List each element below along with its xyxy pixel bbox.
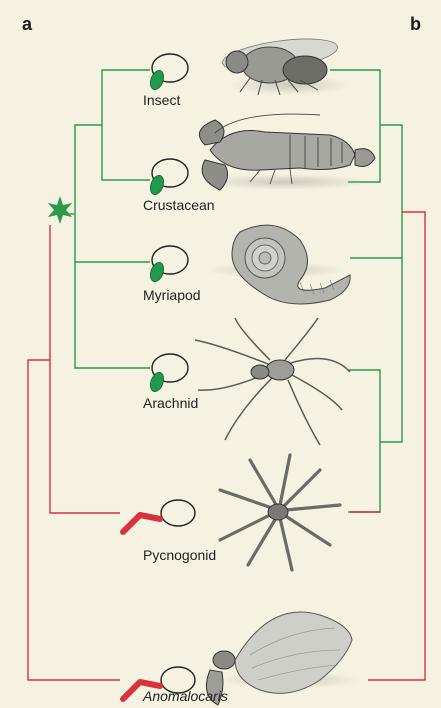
spider-illustration: [195, 318, 350, 445]
tree-b-red-branches: [350, 212, 425, 680]
taxon-label-crustacean: Crustacean: [143, 197, 215, 213]
fruit-fly-illustration: [221, 33, 350, 95]
head-icon-arachnid: [148, 354, 188, 393]
head-icon-insect: [148, 54, 188, 91]
coiled-millipede-illustration: [205, 225, 350, 304]
taxon-label-myriapod: Myriapod: [143, 287, 201, 303]
green-star-icon: [48, 196, 72, 224]
head-icon-crustacean: [148, 159, 188, 196]
taxon-label-pycnogonid: Pycnogonid: [143, 547, 216, 563]
tree-a-red-branches: [28, 225, 120, 680]
lobster-illustration: [199, 114, 375, 190]
taxon-label-arachnid: Arachnid: [143, 395, 198, 411]
anomalocaris-illustration: [206, 612, 360, 705]
head-icon-myriapod: [148, 246, 188, 283]
sea-spider-illustration: [220, 455, 340, 570]
tree-a-green-branches: [62, 70, 150, 368]
taxon-label-anomalocaris: Anomalocaris: [143, 688, 228, 704]
head-icon-pycnogonid: [123, 500, 195, 532]
taxon-label-insect: Insect: [143, 92, 180, 108]
